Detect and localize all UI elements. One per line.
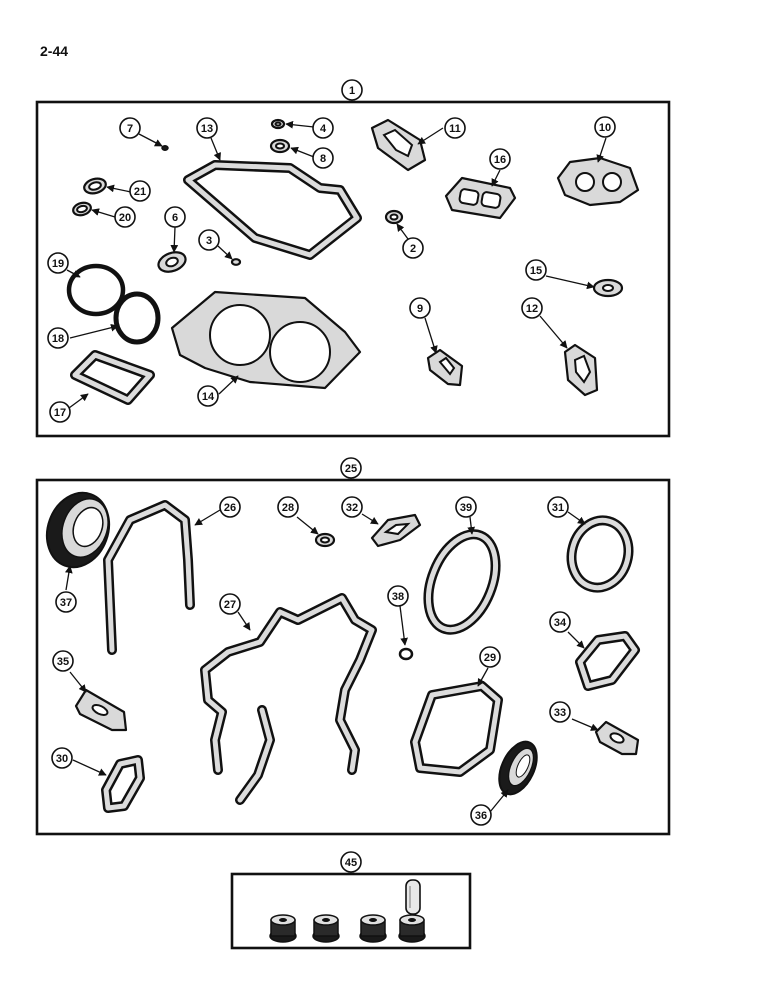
- callout-32: 32: [341, 496, 363, 518]
- gasket-7-shape: [161, 145, 169, 151]
- callout-8: 8: [312, 147, 334, 169]
- svg-text:13: 13: [201, 123, 213, 135]
- svg-text:12: 12: [526, 303, 538, 315]
- svg-text:11: 11: [449, 123, 461, 135]
- svg-text:31: 31: [552, 502, 564, 514]
- kit-1-group: 1: [35, 79, 671, 438]
- callout-29: 29: [479, 646, 501, 668]
- svg-text:36: 36: [475, 810, 487, 822]
- svg-text:3: 3: [206, 235, 212, 247]
- callout-7: 7: [119, 117, 141, 139]
- callout-20: 20: [114, 206, 136, 228]
- callout-27: 27: [219, 593, 241, 615]
- kit-25-callout: 25: [340, 457, 362, 479]
- callout-21: 21: [129, 180, 151, 202]
- callout-39: 39: [455, 496, 477, 518]
- svg-text:35: 35: [57, 656, 69, 668]
- svg-text:27: 27: [224, 599, 236, 611]
- kit-1-frame: [35, 100, 671, 438]
- page-number: 2-44: [40, 43, 69, 59]
- callout-14: 14: [197, 385, 219, 407]
- svg-text:10: 10: [599, 122, 611, 134]
- svg-text:4: 4: [320, 123, 327, 135]
- svg-text:8: 8: [320, 153, 326, 165]
- kit-25-frame: [35, 478, 671, 836]
- callout-17: 17: [49, 401, 71, 423]
- svg-text:6: 6: [172, 212, 178, 224]
- svg-text:32: 32: [346, 502, 358, 514]
- callout-31: 31: [547, 496, 569, 518]
- callout-30: 30: [51, 747, 73, 769]
- callout-13: 13: [196, 117, 218, 139]
- svg-text:2: 2: [410, 243, 416, 255]
- svg-text:39: 39: [460, 502, 472, 514]
- gasket-10-shape: [556, 156, 640, 207]
- gasket-16-shape: [444, 176, 517, 220]
- kit-45-frame: [230, 872, 472, 950]
- kit-45-group: 45: [230, 851, 472, 950]
- callout-4: 4: [312, 117, 334, 139]
- svg-text:9: 9: [417, 303, 423, 315]
- svg-text:20: 20: [119, 212, 131, 224]
- valve-seal-4: [398, 914, 426, 943]
- svg-text:25: 25: [345, 463, 357, 475]
- callout-9: 9: [409, 297, 431, 319]
- svg-text:45: 45: [345, 857, 357, 869]
- svg-text:14: 14: [202, 391, 215, 403]
- callout-34: 34: [549, 611, 571, 633]
- svg-text:7: 7: [127, 123, 133, 135]
- callout-35: 35: [52, 650, 74, 672]
- kit-45-callout: 45: [340, 851, 362, 873]
- callout-6: 6: [164, 206, 186, 228]
- svg-text:17: 17: [54, 407, 66, 419]
- callout-3: 3: [198, 229, 220, 251]
- callout-11: 11: [444, 117, 466, 139]
- valve-seal-2: [312, 914, 340, 943]
- svg-text:15: 15: [530, 265, 542, 277]
- gasket-19-shape: [66, 263, 126, 317]
- callout-33: 33: [549, 701, 571, 723]
- svg-text:16: 16: [494, 154, 506, 166]
- callout-12: 12: [521, 297, 543, 319]
- gasket-31-shape: [566, 515, 634, 593]
- svg-text:29: 29: [484, 652, 496, 664]
- callout-2: 2: [402, 237, 424, 259]
- callout-36: 36: [470, 804, 492, 826]
- svg-text:26: 26: [224, 502, 236, 514]
- callout-10: 10: [594, 116, 616, 138]
- seal-installer-sleeve: [405, 879, 421, 915]
- svg-text:21: 21: [134, 186, 146, 198]
- svg-text:38: 38: [392, 591, 404, 603]
- svg-text:18: 18: [52, 333, 64, 345]
- callout-38: 38: [387, 585, 409, 607]
- svg-text:19: 19: [52, 258, 64, 270]
- callout-28: 28: [277, 496, 299, 518]
- svg-text:37: 37: [60, 597, 72, 609]
- callout-18: 18: [47, 327, 69, 349]
- gasket-3-shape: [230, 258, 242, 266]
- kit-1-callout: 1: [341, 79, 363, 101]
- gasket-18-shape: [113, 291, 161, 345]
- callout-15: 15: [525, 259, 547, 281]
- gasket-38-shape: [398, 647, 414, 661]
- gasket-29-shape: [410, 681, 503, 777]
- callout-19: 19: [47, 252, 69, 274]
- callout-26: 26: [219, 496, 241, 518]
- svg-text:33: 33: [554, 707, 566, 719]
- svg-text:30: 30: [56, 753, 68, 765]
- svg-text:1: 1: [349, 85, 355, 97]
- gasket-26-shape: [103, 500, 195, 655]
- callout-37: 37: [55, 591, 77, 613]
- kit-25-group: 25: [35, 457, 671, 836]
- callout-16: 16: [489, 148, 511, 170]
- svg-text:34: 34: [554, 617, 567, 629]
- valve-seal-1: [269, 914, 297, 943]
- svg-text:28: 28: [282, 502, 294, 514]
- valve-seal-3: [359, 914, 387, 943]
